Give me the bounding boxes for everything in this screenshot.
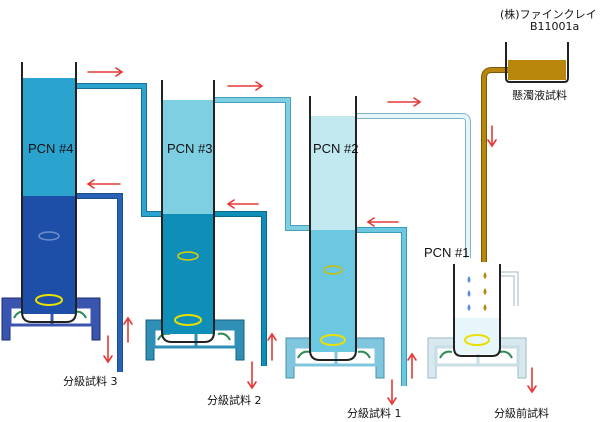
fraction1-label: 分級試料 1 — [347, 407, 402, 420]
column-pcn1 — [453, 264, 501, 357]
column-pcn2 — [309, 96, 357, 361]
fraction2-label: 分級試料 2 — [207, 394, 262, 407]
suspension-feed-pipe — [481, 67, 508, 262]
outlet-pcn1 — [500, 271, 519, 306]
flow-arrows — [86, 67, 537, 406]
pipe-pcn1-return — [356, 227, 407, 386]
column-label-pcn4: PCN #4 — [28, 141, 74, 156]
column-label-pcn3: PCN #3 — [167, 141, 213, 156]
pipe-pcn3-return — [76, 193, 123, 372]
column-pcn3 — [161, 80, 215, 343]
column-label-pcn1: PCN #1 — [424, 245, 470, 260]
fraction3-label: 分級試料 3 — [63, 375, 118, 388]
pipe-pcn4-to-pcn3 — [76, 83, 172, 217]
suspension-tank — [505, 42, 569, 83]
pipe-pcn2-return — [214, 211, 267, 366]
company-name: (株)ファインクレイ — [500, 8, 597, 21]
pre-fraction-label: 分級前試料 — [494, 407, 549, 420]
column-pcn4 — [21, 62, 77, 323]
document-code: B11001a — [530, 20, 580, 33]
pipe-pcn2-to-pcn1 — [356, 113, 471, 258]
pipe-pcn3-to-pcn2 — [214, 97, 314, 231]
column-label-pcn2: PCN #2 — [313, 141, 359, 156]
suspension-label: 懸濁液試料 — [512, 89, 567, 102]
